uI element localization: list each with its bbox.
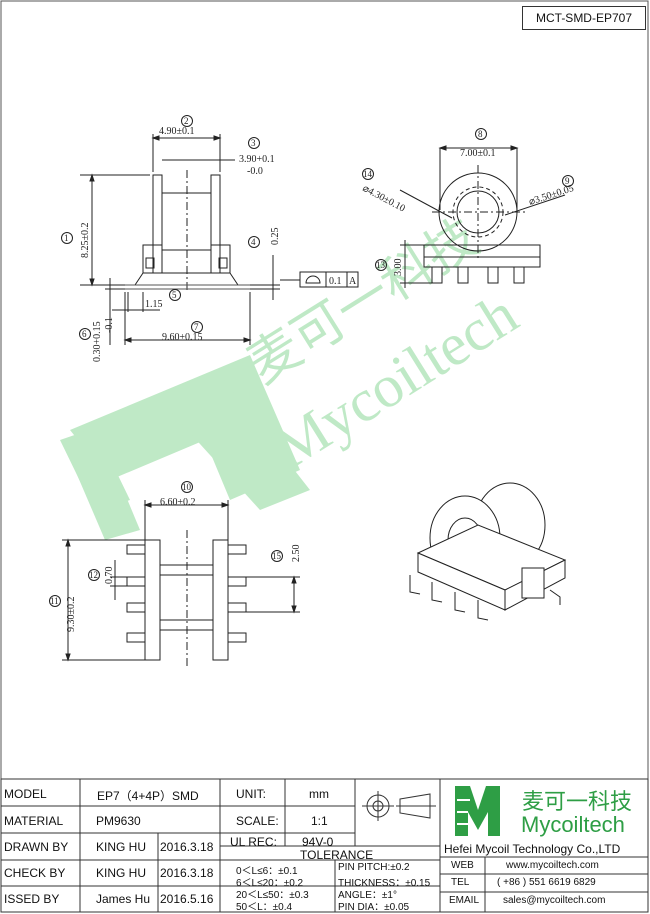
watermark-logo-stripe-2 [160,375,310,510]
check-date: 2016.3.18 [160,866,214,880]
thickness: THICKNESS：±0.15 [338,878,431,889]
dim-14: ⌀4.30±0.10 [361,183,407,215]
web-label: WEB [451,860,474,871]
balloon-8: 8 [478,129,483,139]
model-value: EP7（4+4P）SMD [97,789,199,803]
tel-label: TEL [451,877,470,888]
tolerance-4: 50＜L：±0.4 [236,902,293,913]
drawing-code: MCT-SMD-EP707 [522,6,646,30]
title-logo [455,786,500,836]
balloon-5: 5 [172,290,177,300]
pin-dia: PIN DIA：±0.05 [338,902,410,913]
pin-pitch: PIN PITCH:±0.2 [338,862,410,873]
side-balloons: 8 14 9 13 [362,128,574,271]
material-label: MATERIAL [4,814,64,828]
dim-5: 1.15 [145,299,163,310]
drawn-date: 2016.3.18 [160,840,214,854]
front-view-labels: 4.90±0.1 3.90+0.1 -0.0 8.25±0.2 0.25 1.1… [80,126,357,362]
isometric-view [409,482,567,621]
dim-13: 3.00 [393,259,404,277]
dim-1: 8.25±0.2 [80,223,91,259]
dim-8: 7.00±0.1 [460,148,496,159]
balloon-15: 15 [272,551,282,561]
balloon-6: 6 [82,329,87,339]
tel-value: ( +86 ) 551 6619 6829 [497,877,596,888]
title-block-grid [0,778,649,913]
ulrec-label: UL REC: [230,835,277,849]
balloon-1: 1 [64,233,69,243]
balloon-9: 9 [565,176,570,186]
tolerance-3: 20＜L≤50：±0.3 [236,890,309,901]
title-block: MODEL EP7（4+4P）SMD UNIT: mm MATERIAL PM9… [0,778,650,914]
dim-3a: 3.90+0.1 [239,154,275,165]
bottom-view-labels: 6.60±0.2 9.30±0.2 0.70 2.50 [66,497,302,632]
email-label: EMAIL [449,895,480,906]
dim-3b: -0.0 [247,166,263,177]
balloon-7: 7 [194,322,199,332]
dim-11: 9.30±0.2 [66,597,77,633]
front-balloons: 2 3 1 4 5 6 7 [61,115,260,340]
drawn-name: KING HU [96,840,147,854]
company-name: Hefei Mycoil Technology Co.,LTD [444,842,621,856]
scale-label: SCALE: [236,814,279,828]
issued-name: James Hu [96,892,151,906]
bottom-view [62,500,300,668]
logo-english: Mycoiltech [521,812,625,837]
balloon-4: 4 [251,237,256,247]
side-view [399,145,566,288]
watermark: 麦可一科技 Mycoiltech [60,209,529,540]
dim-4: 0.25 [270,228,281,246]
drawn-label: DRAWN BY [4,840,69,854]
front-view [80,134,359,345]
email-value[interactable]: sales@mycoiltech.com [503,895,606,906]
balloon-14: 14 [363,169,373,179]
balloon-12: 12 [89,570,98,580]
dim-12: 0.70 [104,567,115,585]
balloon-3: 3 [251,138,256,148]
angle: ANGLE：±1° [338,890,397,901]
balloon-13: 13 [376,260,386,270]
balloon-2: 2 [184,116,189,126]
tolerance-2: 6＜L≤20：±0.2 [236,878,304,889]
dim-15: 2.50 [291,545,302,563]
issued-label: ISSED BY [4,892,60,906]
scale-value: 1:1 [311,814,328,828]
bottom-balloons: 10 11 12 15 [49,481,283,607]
check-label: CHECK BY [4,866,66,880]
logo-chinese: 麦可一科技 [522,790,633,815]
material-value: PM9630 [96,814,141,828]
unit-value: mm [309,787,329,801]
issued-date: 2016.5.16 [160,892,214,906]
tolerance-1: 0＜L≤6：±0.1 [236,866,298,877]
check-name: KING HU [96,866,147,880]
dim-10: 6.60±0.2 [160,497,196,508]
balloon-11: 11 [50,596,59,606]
dim-7: 9.60±0.15 [162,332,203,343]
web-value: www.mycoiltech.com [506,860,599,871]
ulrec-value: 94V-0 [302,835,334,849]
tolerance-label: TOLERANCE [300,848,374,862]
flatness-tolerance: 0.1 [329,276,342,287]
dim-6a: 0.30+0.15 [92,321,103,362]
model-label: MODEL [4,787,47,801]
balloon-10: 10 [182,482,192,492]
flatness-datum: A [349,276,357,287]
dim-2: 4.90±0.1 [159,126,195,137]
dim-6b: -0.1 [104,317,115,333]
unit-label: UNIT: [236,787,266,801]
